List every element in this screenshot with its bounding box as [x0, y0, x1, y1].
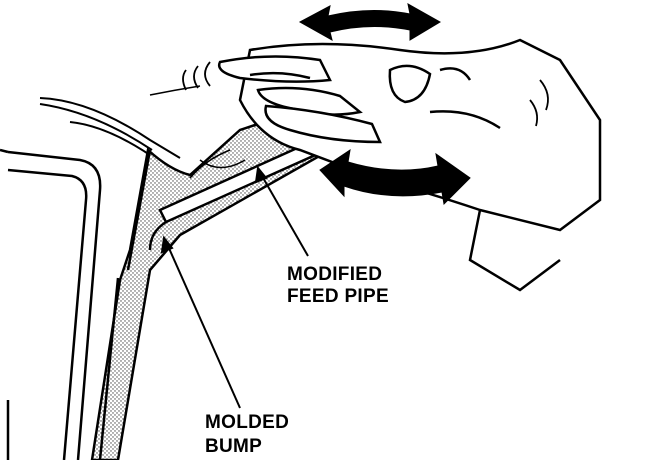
feed-pipe-label-line2: FEED PIPE: [287, 286, 389, 307]
rail-pillar: [90, 108, 332, 460]
bump-label-line1: MOLDED: [205, 412, 289, 433]
double-arrow-icon: [319, 148, 471, 206]
bump-label-line2: BUMP: [205, 436, 262, 457]
window-frame: [0, 148, 102, 460]
feed-pipe-leader: [254, 165, 309, 257]
feed-pipe-label-line1: MODIFIED: [287, 264, 382, 285]
double-arrow-icon: [298, 3, 441, 42]
roof-line: [39, 85, 201, 163]
bump-leader: [160, 235, 241, 409]
hand-icon: [217, 38, 602, 292]
motion-lines-icon: [182, 61, 549, 127]
